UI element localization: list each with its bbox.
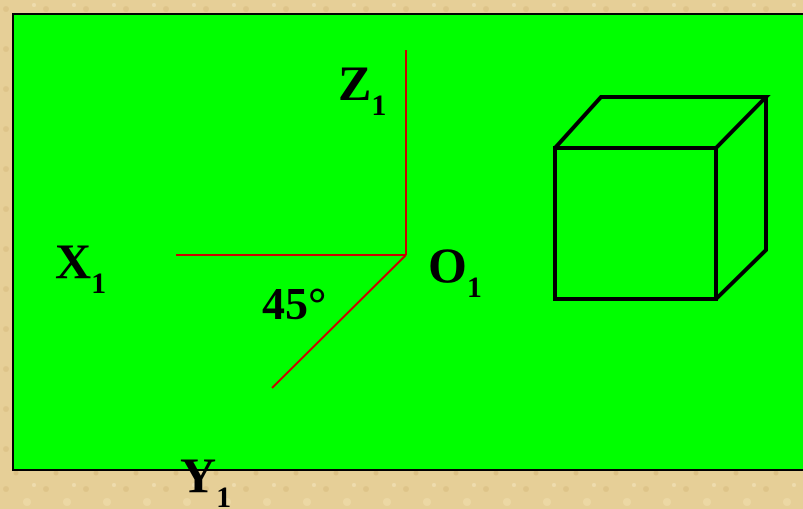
cube-drawing xyxy=(553,95,771,301)
x-axis-label: X1 xyxy=(55,233,106,300)
cube-top-face xyxy=(553,95,771,150)
angle-label: 45° xyxy=(262,278,326,329)
z-axis-label: Z1 xyxy=(338,55,386,122)
cube-side-face xyxy=(714,97,768,301)
y-axis-label: Y1 xyxy=(180,447,231,509)
diagram-panel xyxy=(12,13,803,471)
origin-label: O1 xyxy=(428,237,482,304)
cube-front-face xyxy=(553,146,718,301)
axis-labels: Z1 X1 O1 45° Y1 xyxy=(55,55,482,509)
y-axis xyxy=(271,254,407,389)
axes xyxy=(176,50,407,389)
